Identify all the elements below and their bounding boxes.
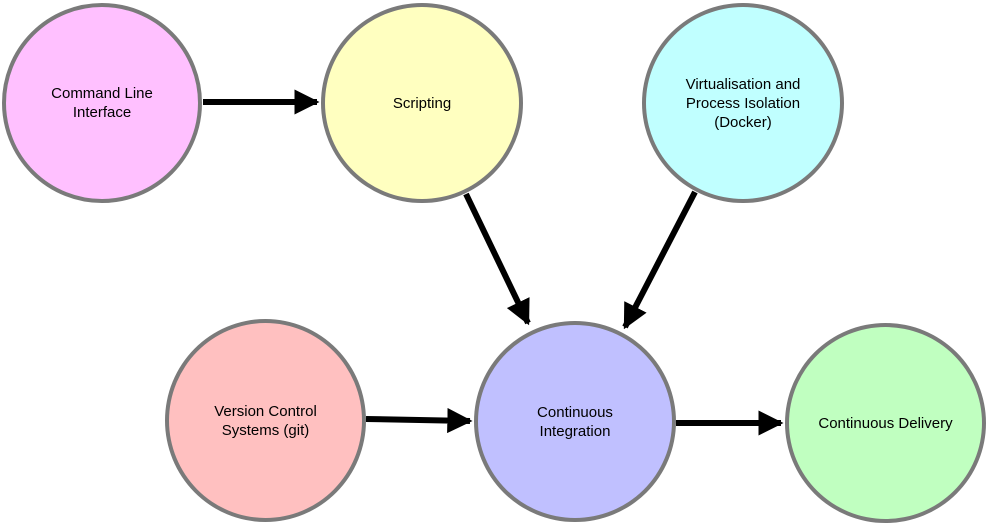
node-version-control: Version Control Systems (git) — [165, 319, 366, 522]
arrow-virt-to-ci — [622, 190, 698, 330]
arrow-vcs-to-ci — [365, 407, 473, 434]
node-label-scripting: Scripting — [392, 94, 452, 112]
node-continuous-integration: Continuous Integration — [474, 321, 676, 522]
node-scripting: Scripting — [321, 3, 523, 203]
node-label-virtualisation: Virtualisation and Process Isolation (Do… — [685, 75, 801, 131]
node-label-continuous-delivery: Continuous Delivery — [818, 414, 953, 432]
arrow-script-to-ci — [463, 192, 531, 326]
node-virtualisation: Virtualisation and Process Isolation (Do… — [642, 3, 844, 203]
node-continuous-delivery: Continuous Delivery — [785, 323, 986, 523]
node-label-continuous-integration: Continuous Integration — [537, 403, 613, 440]
node-label-version-control: Version Control Systems (git) — [214, 402, 317, 439]
node-command-line-interface: Command Line Interface — [2, 3, 202, 203]
node-label-command-line-interface: Command Line Interface — [51, 85, 153, 121]
